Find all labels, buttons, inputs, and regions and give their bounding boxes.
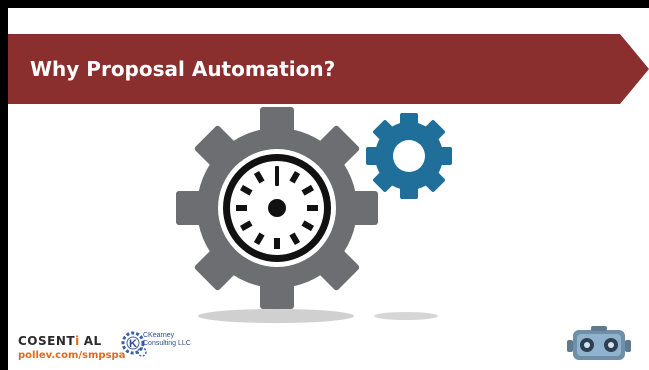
small-gear-shadow: [374, 312, 438, 320]
partner-name: CKearney Consulting LLC: [143, 332, 191, 348]
big-gear-icon: [176, 107, 378, 309]
poll-link[interactable]: pollev.com/smpspa: [18, 350, 126, 361]
gears-illustration: [176, 107, 452, 323]
svg-text:K: K: [129, 338, 137, 350]
partner-line-2: Consulting LLC: [143, 340, 191, 347]
title-banner: Why Proposal Automation?: [8, 34, 649, 104]
banner-arrow-shape: [8, 34, 649, 104]
ck-gear-logo-icon: K: [121, 331, 147, 357]
big-gear-shadow: [198, 309, 354, 323]
slide: Why Proposal Automation?: [8, 8, 649, 370]
partner-line-1: CKearney: [143, 332, 175, 339]
small-gear-icon: [366, 113, 452, 199]
brand-suffix: AL: [83, 334, 102, 348]
brand-prefix: COSENT: [18, 334, 76, 348]
slide-title: Why Proposal Automation?: [30, 57, 336, 81]
robot-mascot-icon: [567, 326, 631, 360]
timer-dial-icon: [236, 166, 318, 249]
brand-i: i: [75, 334, 80, 348]
